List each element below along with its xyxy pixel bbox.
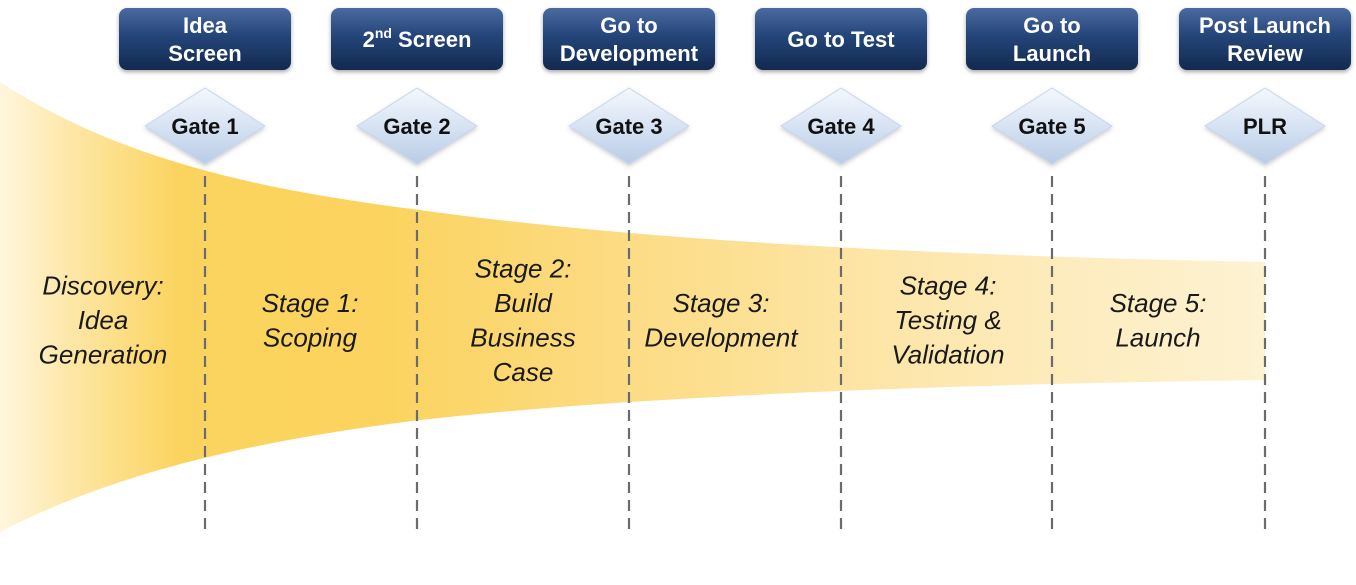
stage-label-line: Testing &: [894, 305, 1001, 335]
header-label-line: Launch: [1013, 41, 1091, 66]
header-box-bg: [543, 8, 715, 70]
funnel-shape: [0, 82, 1265, 532]
header-box-bg: [1179, 8, 1351, 70]
gate-label: PLR: [1243, 114, 1287, 139]
gate-label: Gate 2: [383, 114, 450, 139]
stage-label-1: Stage 1: Scoping: [262, 288, 359, 353]
stage-label-line: Launch: [1115, 322, 1200, 352]
stage-label-line: Build: [494, 288, 553, 318]
header-label-line: Go to: [1023, 13, 1080, 38]
stage-label-line: Stage 4:: [900, 271, 997, 301]
header-label-line: Review: [1227, 41, 1304, 66]
header-label-line: Post Launch: [1199, 13, 1331, 38]
header-box-5: Go to Launch: [966, 8, 1138, 70]
gate-diamond-shape: [144, 87, 266, 165]
stage-label-4: Stage 4: Testing & Validation: [891, 271, 1004, 370]
stage-label-5: Stage 5: Launch: [1110, 288, 1207, 353]
header-label-line: Screen: [168, 41, 241, 66]
stage-label-line: Case: [493, 357, 554, 387]
stage-label-line: Stage 2:: [475, 253, 572, 283]
gate-diamond-shape: [780, 87, 902, 165]
gate-label: Gate 3: [595, 114, 662, 139]
gate-diamond-3: Gate 3: [568, 87, 690, 165]
stage-label-line: Idea: [78, 305, 129, 335]
gate-diamond-5: Gate 5: [991, 87, 1113, 165]
gate-diamond-2: Gate 2: [356, 87, 478, 165]
gate-diamond-4: Gate 4: [780, 87, 902, 165]
header-label-line: Go to Test: [787, 27, 895, 52]
gate-lines: [203, 176, 1267, 530]
header-label-line: Development: [560, 41, 699, 66]
stage-label-line: Validation: [891, 340, 1004, 370]
header-box-bg: [331, 8, 503, 70]
gate-label: Gate 1: [171, 114, 238, 139]
gate-diamond-shape: [1204, 87, 1326, 165]
header-label-line: Go to: [600, 13, 657, 38]
gate-row: Gate 1 Gate 2 Gate 3 Gate 4 Gate 5 PLR: [144, 87, 1326, 165]
gate-label: Gate 4: [807, 114, 875, 139]
stage-label-line: Business: [470, 322, 576, 352]
stage-label-line: Stage 3:: [673, 288, 770, 318]
stage-label-line: Discovery:: [42, 271, 163, 301]
header-box-bg: [966, 8, 1138, 70]
header-box-3: Go to Development: [543, 8, 715, 70]
stage-label-line: Development: [644, 322, 799, 352]
header-box-4: Go to Test: [755, 8, 927, 70]
gate-diamond-1: Gate 1: [144, 87, 266, 165]
gate-diamond-shape: [356, 87, 478, 165]
stage-label-line: Stage 5:: [1110, 288, 1207, 318]
stage-label-line: Stage 1:: [262, 288, 359, 318]
gate-diamond-6: PLR: [1204, 87, 1326, 165]
header-box-2: 2nd Screen: [331, 8, 503, 70]
stage-label-3: Stage 3: Development: [644, 288, 799, 353]
header-label-line: Idea: [183, 13, 228, 38]
gate-label: Gate 5: [1018, 114, 1085, 139]
stage-label-line: Scoping: [263, 322, 357, 352]
gate-diamond-shape: [991, 87, 1113, 165]
header-label: 2nd Screen: [363, 25, 472, 52]
header-box-bg: [755, 8, 927, 70]
header-box-bg: [119, 8, 291, 70]
gate-diamond-shape: [568, 87, 690, 165]
stage-label-line: Generation: [39, 340, 168, 370]
